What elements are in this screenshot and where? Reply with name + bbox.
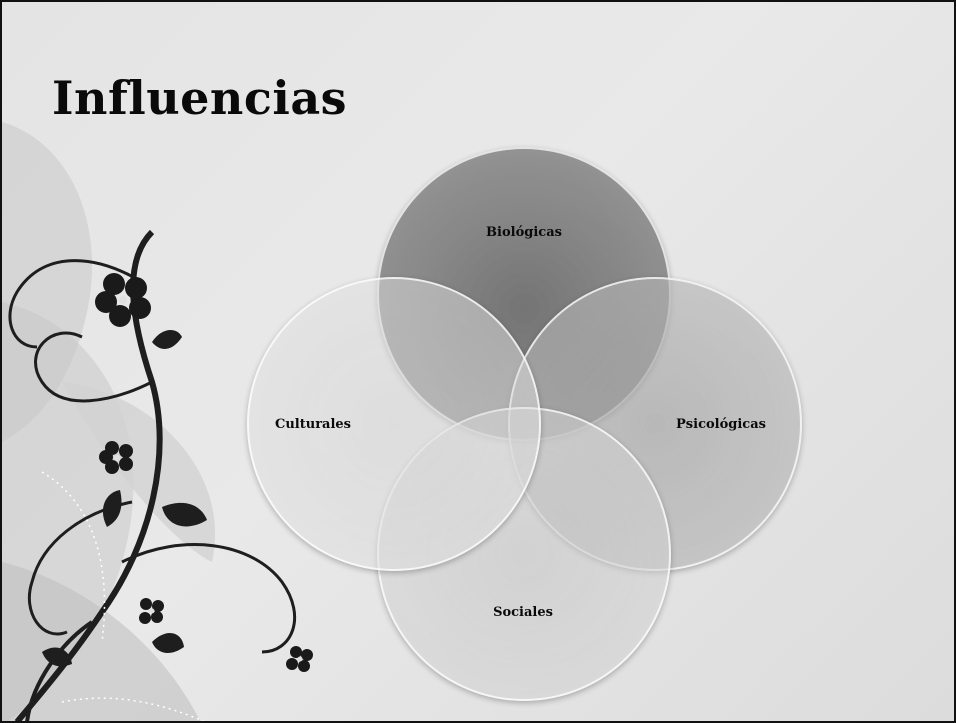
slide-title: Influencias (52, 71, 348, 125)
circle-culturales (247, 277, 541, 571)
label-sociales: Sociales (493, 605, 553, 620)
label-culturales: Culturales (275, 417, 351, 432)
label-psicologicas: Psicológicas (676, 417, 766, 432)
label-biologicas: Biológicas (486, 225, 562, 240)
floral-vine-icon (2, 122, 313, 721)
